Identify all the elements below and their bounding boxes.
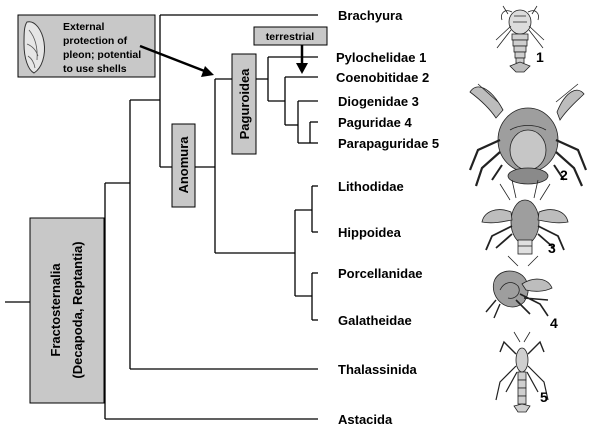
terrestrial-label: terrestrial [266, 31, 315, 43]
shell-note-line-2: protection of [63, 35, 128, 47]
root-sublabel: (Decapoda, Reptantia) [70, 241, 85, 378]
terrestrial-arrow [296, 45, 308, 74]
hermit-crab-illustration [481, 179, 569, 255]
root-label-box: Fractosternalia (Decapoda, Reptantia) [29, 217, 105, 404]
taxon-brachyura: Brachyura [338, 8, 403, 23]
lobster-illustration [495, 5, 545, 73]
taxon-thalassinida: Thalassinida [338, 362, 418, 377]
taxon-porcellanidae: Porcellanidae [338, 266, 423, 281]
hermit-crab-in-shell-illustration [485, 255, 553, 319]
squat-lobster-illustration [495, 331, 549, 413]
shell-arrow [139, 44, 214, 77]
illustration-number-1: 1 [536, 49, 544, 65]
terrestrial-box: terrestrial [253, 26, 328, 46]
taxon-hippoidea: Hippoidea [338, 225, 402, 240]
illustration-number-3: 3 [548, 240, 556, 256]
taxon-coenobitidae: Coenobitidae 2 [336, 70, 429, 85]
root-label: Fractosternalia [48, 263, 63, 357]
shell-note-line-4: to use shells [63, 63, 127, 75]
taxon-paguridae: Paguridae 4 [338, 115, 412, 130]
taxon-diogenidae: Diogenidae 3 [338, 94, 419, 109]
coconut-crab-illustration [468, 83, 588, 187]
shell-note-line-3: pleon; potential [63, 49, 141, 61]
anomura-box: Anomura [171, 123, 196, 208]
shell-note-box: External protection of pleon; potential … [17, 14, 156, 78]
shell-icon [23, 21, 45, 74]
shell-note-line-1: External [63, 21, 105, 33]
illustration-number-2: 2 [560, 167, 568, 183]
taxon-lithodidae: Lithodidae [338, 179, 404, 194]
taxon-parapaguridae: Parapaguridae 5 [338, 136, 439, 151]
taxon-galatheidae: Galatheidae [338, 313, 412, 328]
tree-branches [5, 14, 318, 420]
paguroidea-box: Paguroidea [231, 53, 257, 155]
taxon-pylochelidae: Pylochelidae 1 [336, 50, 426, 65]
paguroidea-label: Paguroidea [237, 68, 252, 140]
illustration-number-4: 4 [550, 315, 558, 331]
anomura-label: Anomura [176, 136, 191, 194]
taxon-labels: Brachyura Pylochelidae 1 Coenobitidae 2 … [336, 8, 439, 427]
taxon-astacida: Astacida [338, 412, 393, 427]
illustration-number-5: 5 [540, 389, 548, 405]
